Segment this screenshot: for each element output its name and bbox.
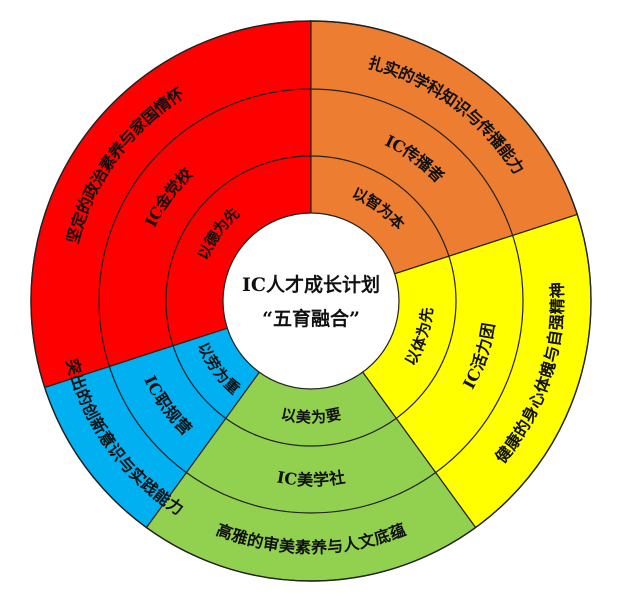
ring-divider-2 [98, 88, 524, 514]
center-hub: IC人才成长计划 “五育融合” [222, 212, 400, 390]
ring-dividers [30, 20, 592, 582]
aesthetic-middle-text: IC美学社 [275, 467, 346, 489]
ring-divider-1 [165, 155, 457, 447]
center-title: IC人才成长计划 [242, 273, 380, 296]
outer-ring [30, 20, 592, 582]
center-circle [222, 212, 400, 390]
aesthetic-middle-label: IC美学社 [275, 467, 346, 489]
center-subtitle: “五育融合” [262, 307, 360, 330]
